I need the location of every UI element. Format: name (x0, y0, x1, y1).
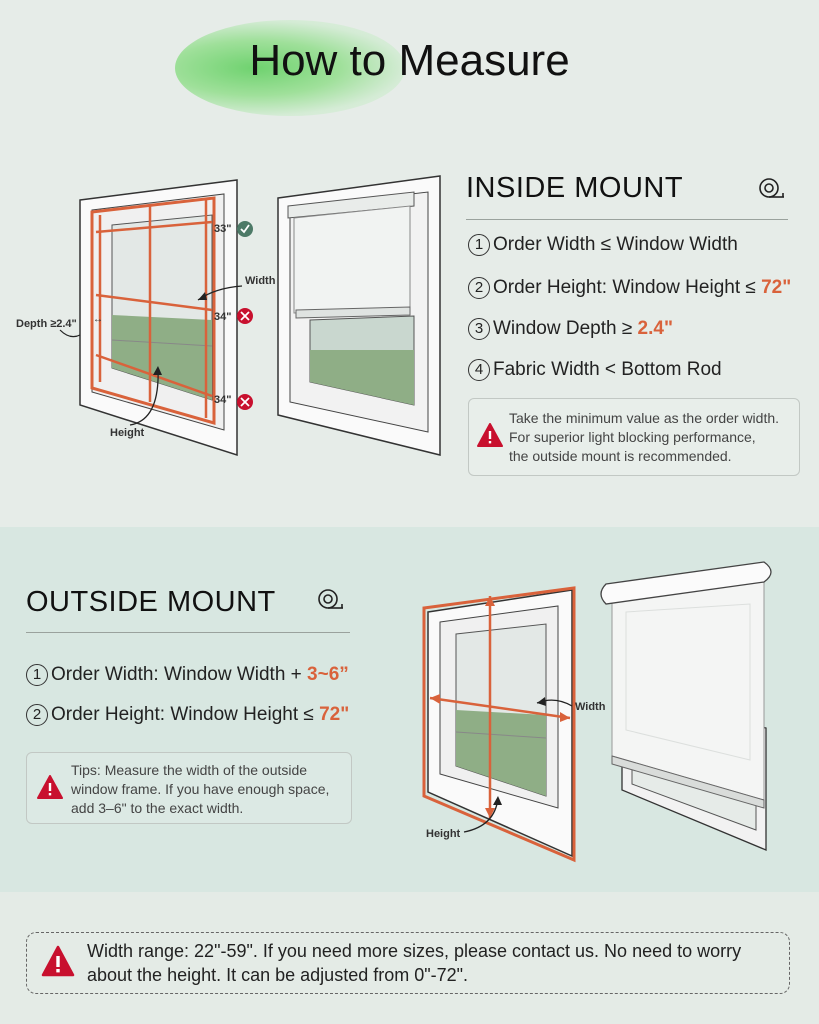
width-arrow-outside (429, 696, 571, 720)
item-text: Order Width: Window Width + (51, 664, 308, 685)
outside-mount-divider (26, 632, 350, 633)
note-line: Tips: Measure the width of the outside (71, 762, 308, 778)
item-text: Window Depth ≥ (493, 318, 638, 339)
note-line: add 3–6" to the exact width. (71, 800, 244, 816)
bottom-note-line: about the height. It can be adjusted fro… (87, 965, 469, 985)
label-width: Width (245, 275, 276, 287)
width-arrow-top (95, 220, 213, 234)
note-line: the outside mount is recommended. (509, 448, 732, 464)
window-scene-left (112, 315, 212, 400)
inside-mount-diagram: 33" 34" 34" Width Depth ≥2.4" ↔ Height (16, 175, 441, 457)
outside-mount-diagram: Width Height (422, 561, 772, 863)
bottom-note-line: Width range: 22"-59". If you need more s… (87, 941, 742, 961)
outside-mount-note: Tips: Measure the width of the outside w… (26, 752, 352, 824)
label-top-measure: 33" (214, 223, 231, 235)
item-number: 3 (468, 318, 490, 340)
label-mid-measure: 34" (214, 311, 231, 323)
item-number: 1 (26, 664, 48, 686)
item-text: Fabric Width < Bottom Rod (493, 359, 722, 380)
tape-measure-icon (318, 589, 343, 609)
inside-mount-heading: INSIDE MOUNT (466, 172, 684, 204)
item-number: 1 (468, 234, 490, 256)
tape-measure-icon (759, 178, 784, 198)
check-icon (237, 221, 253, 237)
shade-bottom-rod (295, 306, 411, 319)
shade-roller (287, 191, 415, 219)
measure-outline-outside (422, 586, 576, 863)
inside-mount-note: Take the minimum value as the order widt… (468, 398, 800, 476)
label-height: Height (110, 427, 145, 439)
warning-icon (37, 775, 63, 799)
width-arrow-bottom (95, 353, 213, 398)
item-number: 2 (468, 277, 490, 299)
cross-icon (237, 394, 253, 410)
label-height-outside: Height (426, 828, 461, 840)
item-number: 2 (26, 704, 48, 726)
label-depth: Depth ≥2.4" (16, 318, 77, 330)
svg-text:↔: ↔ (93, 314, 103, 325)
item-number: 4 (468, 359, 490, 381)
label-width-outside: Width (575, 701, 606, 713)
shade-cassette (600, 561, 772, 605)
item-text: Order Height: Window Height ≤ (493, 277, 762, 298)
width-arrow-mid (95, 293, 213, 312)
item-text: Order Width ≤ Window Width (493, 234, 738, 255)
shade-fabric (293, 205, 411, 314)
cross-icon (237, 308, 253, 324)
outside-mount-heading: OUTSIDE MOUNT (26, 586, 276, 618)
shade-bottom-rod-outside (611, 755, 765, 809)
page-title: How to Measure (249, 36, 570, 85)
bottom-note: Width range: 22"-59". If you need more s… (26, 932, 790, 994)
label-bottom-measure: 34" (214, 394, 231, 406)
item-text: Order Height: Window Height ≤ (51, 704, 320, 725)
note-line: window frame. If you have enough space, (71, 781, 330, 797)
inside-mount-divider (466, 219, 788, 220)
bottom-note-section (0, 892, 819, 1024)
warning-icon (41, 945, 75, 977)
title-green-blob (175, 20, 405, 116)
measure-outline (90, 196, 216, 425)
warning-icon (477, 423, 503, 447)
note-line: For superior light blocking performance, (509, 429, 756, 445)
note-line: Take the minimum value as the order widt… (509, 410, 780, 426)
